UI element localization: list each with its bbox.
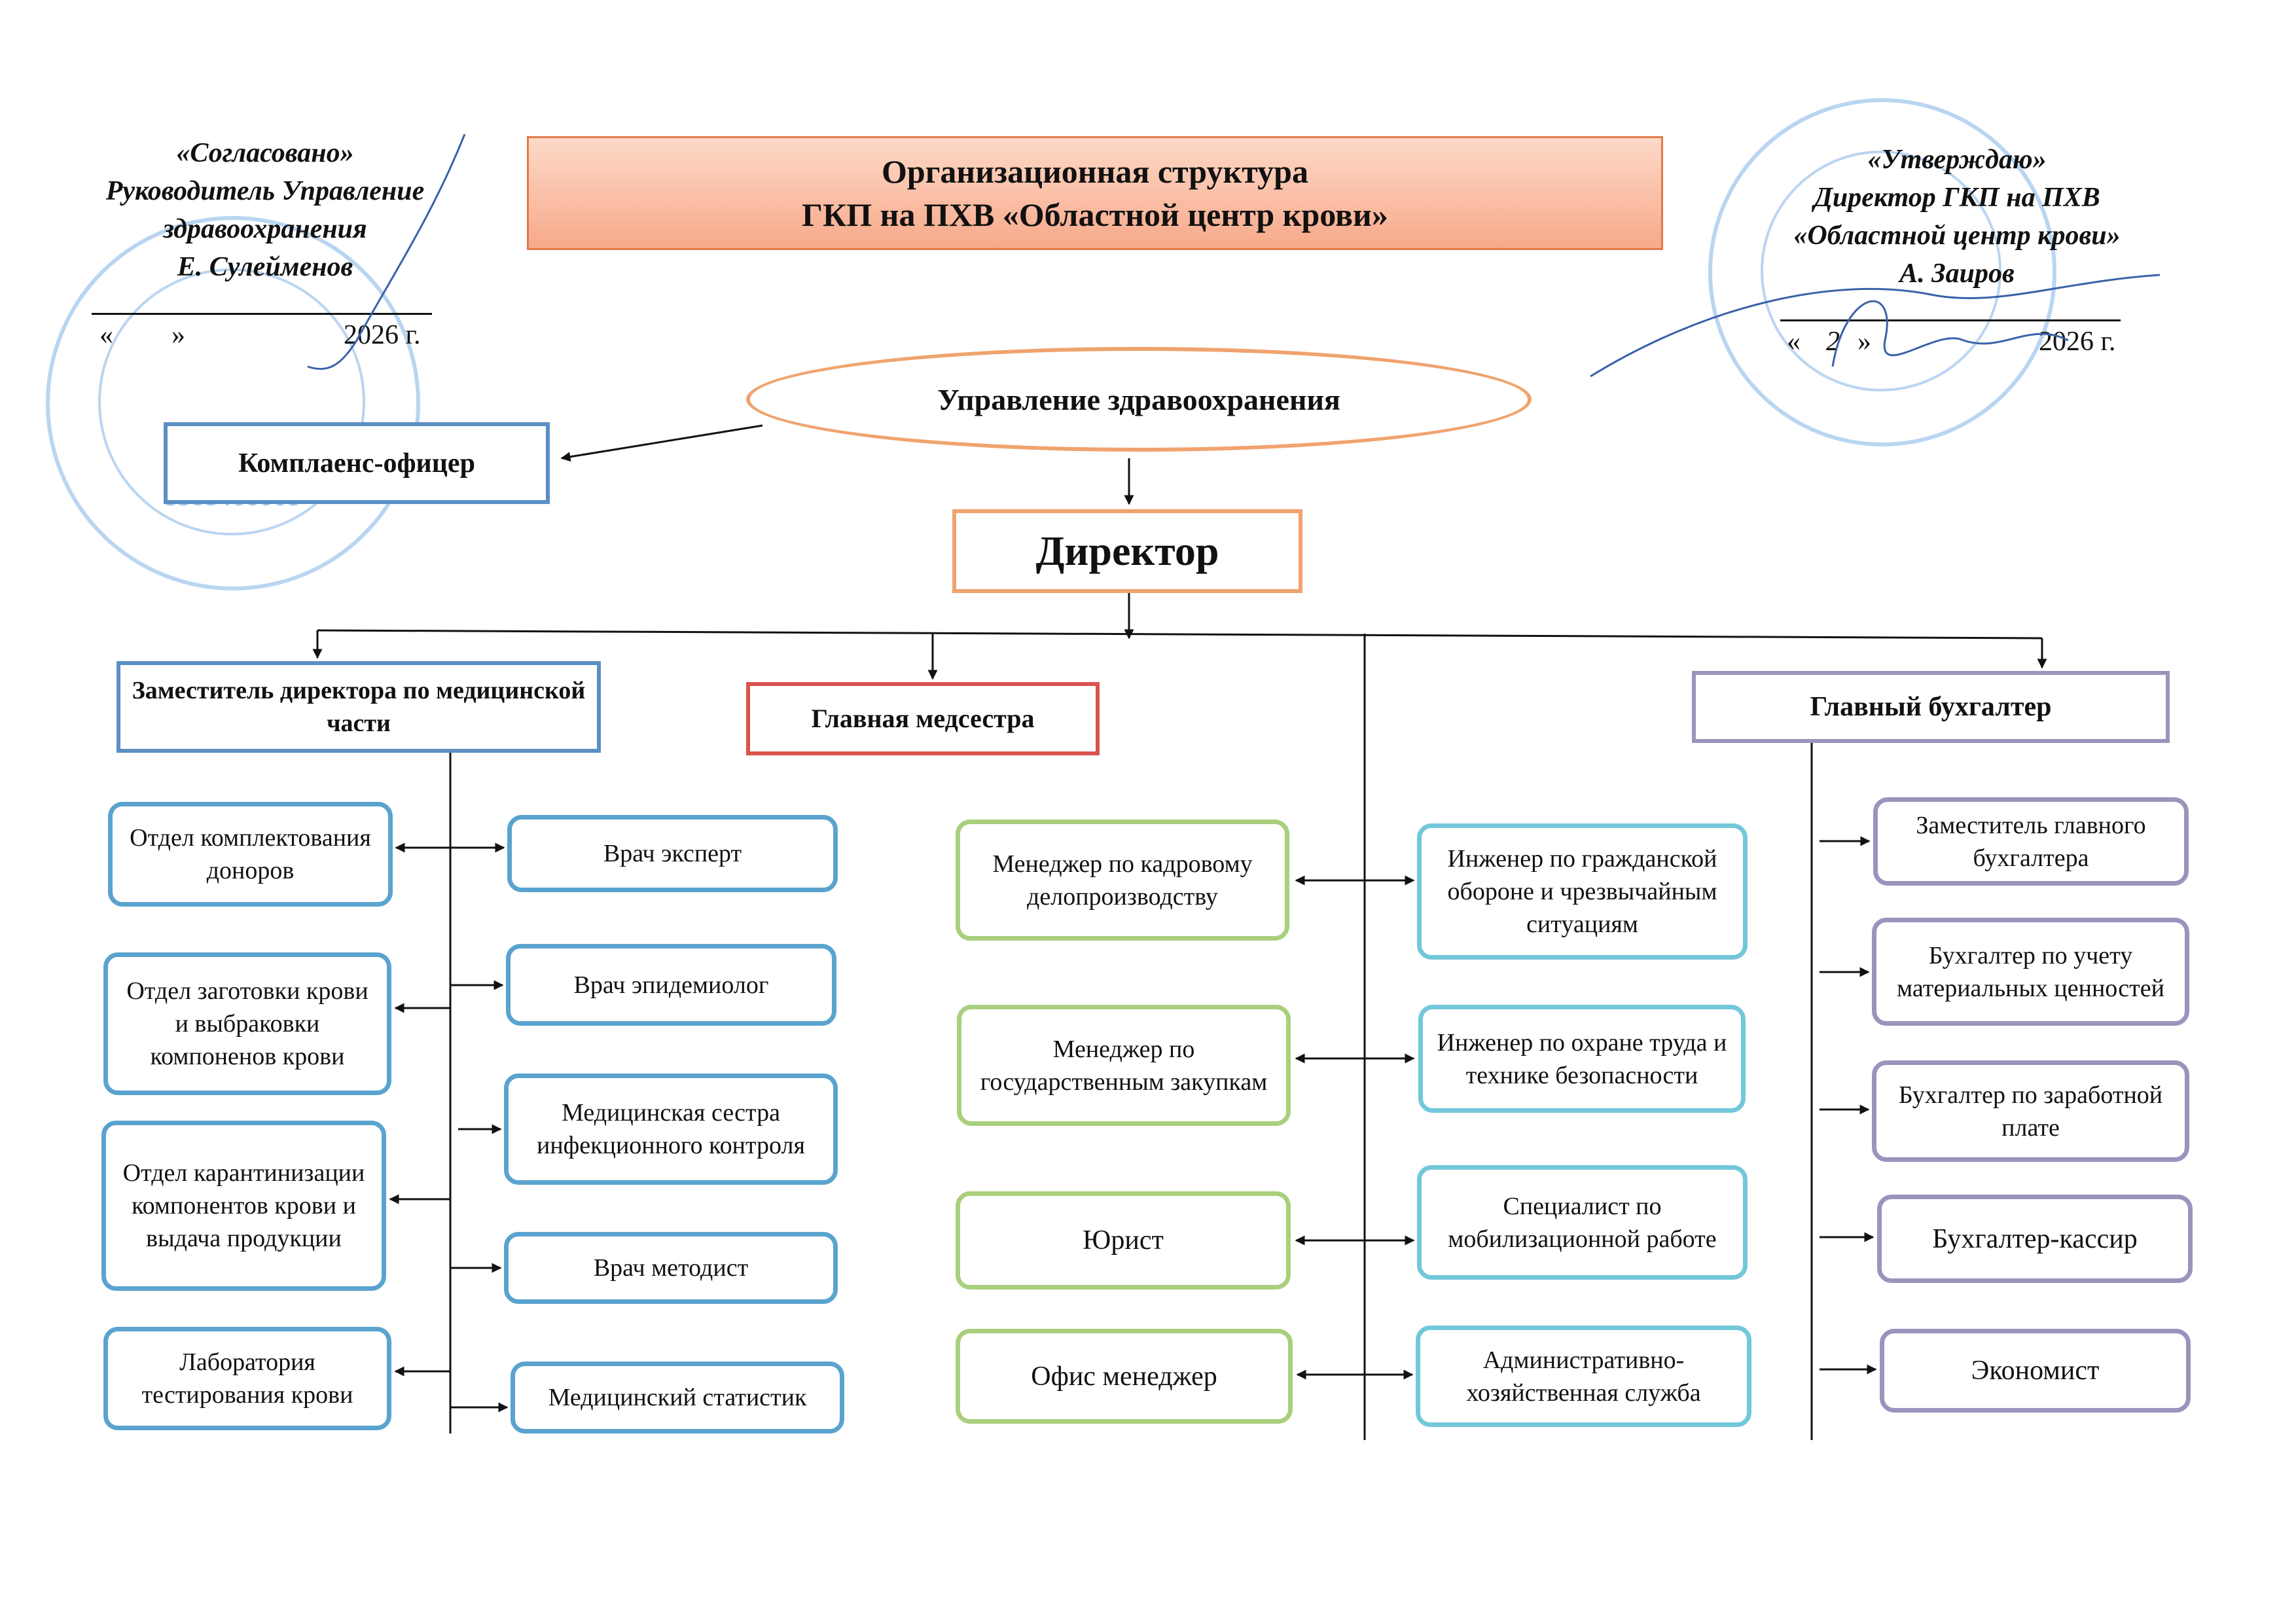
approval-left-line3: здравоохранения bbox=[163, 214, 367, 244]
main-horizontal-bus bbox=[317, 629, 2043, 640]
approval-left-line1: «Согласовано» bbox=[176, 138, 354, 168]
node-expert-doctor: Врач эксперт bbox=[507, 815, 838, 892]
node-health-department: Управление здравоохранения bbox=[746, 347, 1532, 452]
node-methodist-doctor: Врач методист bbox=[504, 1232, 838, 1304]
node-economist: Экономист bbox=[1880, 1329, 2191, 1413]
node-cashier-accountant: Бухгалтер-кассир bbox=[1877, 1195, 2193, 1283]
node-safety-engineer: Инженер по охране труда и технике безопа… bbox=[1418, 1005, 1746, 1113]
approval-right-date-close: » bbox=[1857, 327, 1871, 357]
approval-left-year: 2026 г. bbox=[344, 320, 421, 350]
node-deputy-chief-accountant: Заместитель главного бухгалтера bbox=[1873, 797, 2189, 886]
approval-left: «Согласовано» Руководитель Управление зд… bbox=[52, 134, 478, 286]
node-chief-accountant: Главный бухгалтер bbox=[1692, 671, 2170, 743]
approval-right-line3: «Областной центр крови» bbox=[1793, 221, 2121, 251]
node-inventory-accountant: Бухгалтер по учету материальных ценносте… bbox=[1872, 918, 2189, 1026]
arrow-to-compliance bbox=[560, 424, 763, 462]
approval-left-date-open: « bbox=[99, 320, 113, 350]
node-head-nurse: Главная медсестра bbox=[746, 682, 1100, 755]
approval-right-date-open: « bbox=[1787, 327, 1801, 357]
approval-right-signatory: А. Заиров bbox=[1899, 259, 2015, 289]
node-admin-service: Административно-хозяйственная служба bbox=[1416, 1326, 1751, 1427]
left-stamp bbox=[46, 216, 420, 590]
right-signature-stroke bbox=[1590, 274, 2161, 378]
approval-left-signatory: Е. Сулейменов bbox=[177, 252, 353, 282]
approval-right-line1: «Утверждаю» bbox=[1867, 145, 2047, 175]
node-epidemiologist: Врач эпидемиолог bbox=[506, 944, 836, 1026]
node-compliance-officer: Комплаенс-офицер bbox=[164, 422, 550, 504]
node-office-manager: Офис менеджер bbox=[956, 1329, 1293, 1424]
node-medical-statistician: Медицинский статистик bbox=[511, 1362, 844, 1434]
page-title: Организационная структура ГКП на ПХВ «Об… bbox=[527, 136, 1663, 250]
node-mobilization-specialist: Специалист по мобилизационной работе bbox=[1417, 1165, 1748, 1280]
node-quarantine: Отдел карантинизации компонентов крови и… bbox=[101, 1121, 386, 1291]
approval-right-signature-line bbox=[1780, 319, 2121, 321]
node-lawyer: Юрист bbox=[956, 1191, 1291, 1290]
right-stamp bbox=[1708, 98, 2056, 446]
title-line2: ГКП на ПХВ «Областной центр крови» bbox=[802, 196, 1388, 233]
approval-left-signature-line bbox=[92, 313, 432, 315]
left-stamp-inner-ring bbox=[98, 268, 365, 535]
node-infection-nurse: Медицинская сестра инфекционного контрол… bbox=[504, 1074, 838, 1185]
node-director: Директор bbox=[952, 509, 1302, 593]
title-line1: Организационная структура bbox=[882, 153, 1308, 190]
node-deputy-medical: Заместитель директора по медицинской час… bbox=[117, 661, 601, 753]
node-testing-lab: Лаборатория тестирования крови bbox=[103, 1327, 391, 1430]
approval-right: «Утверждаю» Директор ГКП на ПХВ «Областн… bbox=[1728, 141, 2186, 293]
node-donor-recruitment: Отдел комплектования доноров bbox=[108, 802, 393, 907]
approval-left-date-close: » bbox=[171, 320, 185, 350]
node-hr-manager: Менеджер по кадровому делопроизводству bbox=[956, 820, 1289, 941]
node-blood-collection: Отдел заготовки крови и выбраковки компо… bbox=[103, 952, 391, 1095]
node-payroll-accountant: Бухгалтер по заработной плате bbox=[1872, 1060, 2189, 1162]
approval-right-line2: Директор ГКП на ПХВ bbox=[1814, 183, 2100, 213]
right-stamp-inner-ring bbox=[1761, 151, 2001, 391]
approval-right-year: 2026 г. bbox=[2039, 327, 2116, 357]
node-procurement-manager: Менеджер по государственным закупкам bbox=[957, 1005, 1291, 1126]
approval-left-line2: Руководитель Управление bbox=[105, 176, 425, 206]
right-signature-loops bbox=[1831, 300, 2069, 367]
node-civil-defense-engineer: Инженер по гражданской обороне и чрезвыч… bbox=[1417, 823, 1748, 960]
left-signature-stroke bbox=[307, 134, 466, 370]
